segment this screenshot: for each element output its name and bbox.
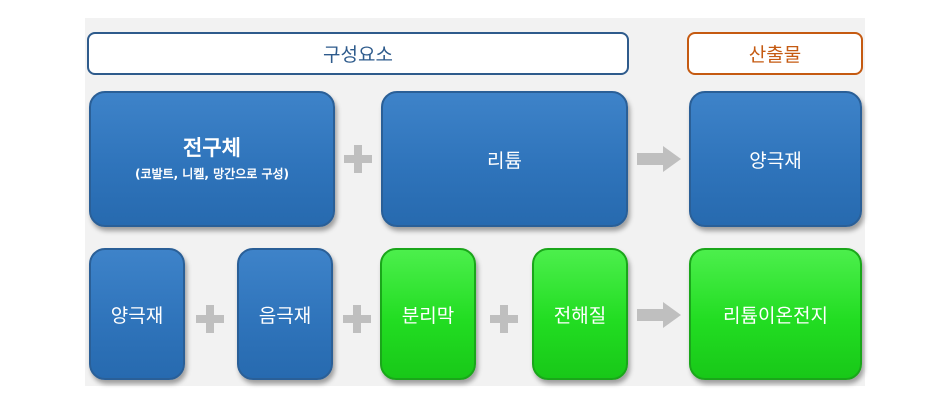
electrolyte-box: 전해질 xyxy=(532,248,628,380)
separator-box: 분리막 xyxy=(380,248,476,380)
battery-label: 리튬이온전지 xyxy=(723,304,828,327)
cathode-box: 양극재 xyxy=(89,248,185,380)
output-header: 산출물 xyxy=(687,32,863,75)
lithium-label: 리튬 xyxy=(487,149,522,172)
electrolyte-label: 전해질 xyxy=(553,304,607,327)
plus-icon xyxy=(344,145,372,173)
battery-box: 리튬이온전지 xyxy=(689,248,862,380)
arrow-right-icon xyxy=(637,146,681,172)
arrow-right-icon xyxy=(637,302,681,328)
plus-icon xyxy=(343,305,371,333)
components-header-label: 구성요소 xyxy=(323,44,393,66)
cathode-output-label: 양극재 xyxy=(749,149,802,172)
precursor-subtitle: (코발트, 니켈, 망간으로 구성) xyxy=(134,167,290,182)
plus-icon xyxy=(490,305,518,333)
plus-icon xyxy=(196,305,224,333)
components-header: 구성요소 xyxy=(87,32,629,75)
anode-box: 음극재 xyxy=(237,248,333,380)
cathode-output-box: 양극재 xyxy=(689,91,862,227)
output-header-label: 산출물 xyxy=(748,44,802,66)
precursor-box: 전구체 (코발트, 니켈, 망간으로 구성) xyxy=(89,91,335,227)
anode-label: 음극재 xyxy=(258,304,312,327)
precursor-title: 전구체 xyxy=(183,135,241,160)
separator-label: 분리막 xyxy=(401,304,455,327)
cathode-label: 양극재 xyxy=(110,304,164,327)
lithium-box: 리튬 xyxy=(381,91,628,227)
